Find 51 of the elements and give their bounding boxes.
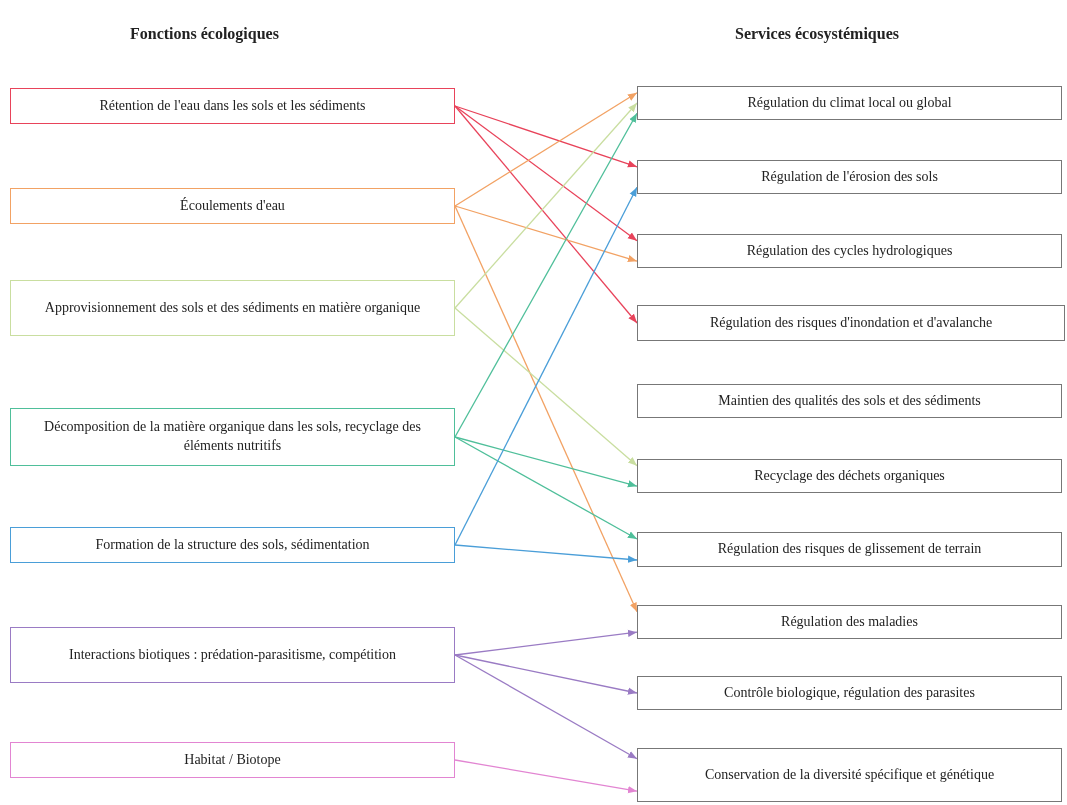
arrow (454, 436, 638, 488)
box-text: Régulation des risques d'inondation et d'avalanche (709, 313, 993, 332)
box-text: Décomposition de la matière organique dans les sols, recyclage des éléments nutritifs (43, 418, 422, 455)
arrow (454, 105, 638, 168)
arrow (454, 205, 638, 263)
box-text: Régulation des cycles hydrologiques (746, 241, 953, 260)
text-box (10, 408, 455, 466)
column-heading: Services écosystémiques (735, 24, 899, 45)
box-text: Conservation de la diversité spécifique et génétique (704, 765, 995, 784)
text-box (637, 676, 1062, 710)
text-box (637, 86, 1062, 120)
column-heading: Fonctions écologiques (130, 24, 279, 45)
text-box (10, 188, 455, 224)
box-text: Approvisionnement des sols et des sédiments en matière organique (44, 298, 421, 317)
arrow (454, 629, 638, 656)
text-box (637, 605, 1062, 639)
text-box (637, 748, 1062, 802)
arrow (454, 92, 638, 207)
arrow (454, 105, 638, 242)
box-text: Régulation du climat local ou global (747, 93, 952, 112)
box-text: Recyclage des déchets organiques (754, 466, 945, 485)
box-text: Interactions biotiques : prédation-parasitisme, compétition (69, 645, 396, 664)
box-text: Régulation de l'érosion des sols (761, 167, 938, 186)
text-box (10, 280, 455, 336)
arrow (454, 205, 638, 613)
text-box (10, 627, 455, 683)
arrow (454, 654, 638, 695)
text-box (637, 160, 1062, 194)
text-box (637, 384, 1062, 418)
box-text: Régulation des maladies (781, 612, 918, 631)
box-text: Habitat / Biotope (184, 750, 281, 769)
box-text: Maintien des qualités des sols et des sédiments (718, 391, 981, 410)
text-box (637, 532, 1062, 567)
text-box (637, 305, 1065, 341)
arrow (454, 544, 638, 563)
text-box (10, 88, 455, 124)
text-box (637, 234, 1062, 268)
text-box (10, 742, 455, 778)
arrow (454, 654, 638, 760)
arrow (454, 112, 638, 438)
box-text: Écoulements d'eau (180, 196, 285, 215)
text-box (637, 459, 1062, 493)
arrow (454, 436, 638, 540)
arrow (454, 307, 638, 467)
arrow (454, 186, 638, 546)
box-text: Régulation des risques de glissement de terrain (717, 540, 982, 559)
box-text: Formation de la structure des sols, sédimentation (95, 535, 370, 554)
text-box (10, 527, 455, 563)
arrow (454, 759, 638, 794)
box-text: Contrôle biologique, régulation des parasites (724, 683, 975, 702)
box-text: Rétention de l'eau dans les sols et les sédiments (99, 96, 366, 115)
